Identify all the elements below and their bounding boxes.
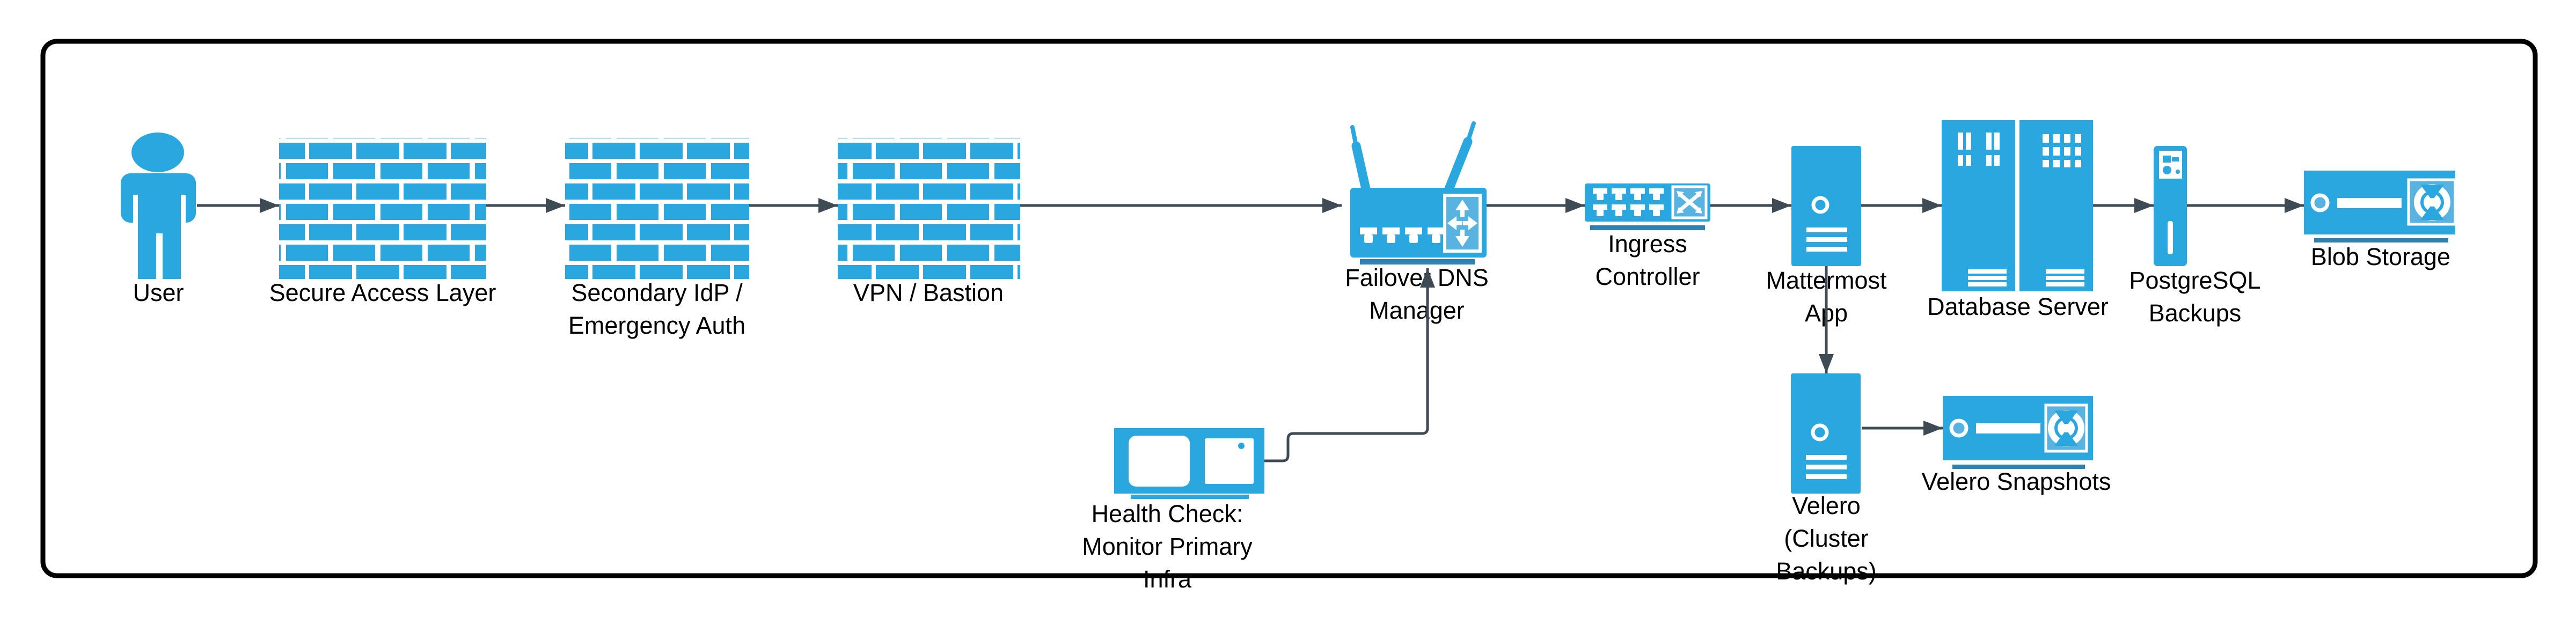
label-health-check: Health Check: Monitor Primary Infra [1082,497,1253,596]
label-line: Monitor Primary [1082,533,1253,560]
label-line: Backups [2148,299,2242,327]
database-server-icon [1942,120,2093,291]
label-line: (Cluster [1784,525,1869,552]
connector-health-check-to-failover-dns [1264,268,1435,462]
wireless-router-icon [1350,121,1487,264]
router-symbol [1447,200,1477,247]
user-icon [121,133,196,279]
crossed-arrows-symbol [1678,193,1701,212]
label-velero-cluster-backups: Velero (Cluster Backups) [1776,489,1877,587]
label-line: Ingress [1608,230,1687,258]
label-line: Failover DNS [1345,264,1489,291]
firewall-icon [565,138,749,279]
label-line: VPN / Bastion [853,279,1004,306]
label-failover-dns-manager: Failover DNS Manager [1345,261,1489,327]
label-secure-access-layer: Secure Access Layer [269,276,496,309]
backup-server-icon [2154,146,2187,266]
label-line: Emergency Auth [568,312,746,339]
label-line: Health Check: [1091,500,1243,527]
storage-device-icon [2304,171,2457,242]
label-line: Velero [1792,492,1861,519]
label-line: Blob Storage [2310,243,2451,270]
server-tower-icon [1791,146,1861,266]
label-velero-snapshots: Velero Snapshots [1922,465,2111,498]
label-database-server: Database Server [1927,290,2109,323]
firewall-icon [279,138,486,279]
label-blob-storage: Blob Storage [2311,240,2450,273]
label-line: Velero Snapshots [1921,468,2111,495]
label-line: Database Server [1927,293,2109,320]
label-line: Backups) [1776,557,1877,585]
firewall-icon [838,138,1020,279]
label-line: User [133,279,184,306]
label-line: Controller [1595,263,1700,290]
label-ingress-controller: Ingress Controller [1595,227,1700,293]
storage-device-icon [1943,396,2093,469]
disc-symbol [2048,410,2084,446]
switch-icon [1585,183,1710,230]
label-line: Secure Access Layer [269,279,496,306]
label-line: Manager [1369,297,1465,324]
label-vpn-bastion: VPN / Bastion [853,276,1004,309]
rack-grid [2043,134,2081,167]
connectors [197,198,2304,462]
label-line: Infra [1143,565,1192,593]
monitor-devices-icon [1114,428,1264,499]
label-postgresql-backups: PostgreSQL Backups [2129,264,2260,329]
label-line: PostgreSQL [2129,267,2261,294]
label-secondary-idp: Secondary IdP / Emergency Auth [568,276,745,342]
server-tower-icon [1791,373,1861,494]
label-line: Secondary IdP / [571,279,743,306]
label-user: User [133,276,184,309]
diagram-border [40,39,2538,578]
disc-symbol [2414,184,2450,221]
